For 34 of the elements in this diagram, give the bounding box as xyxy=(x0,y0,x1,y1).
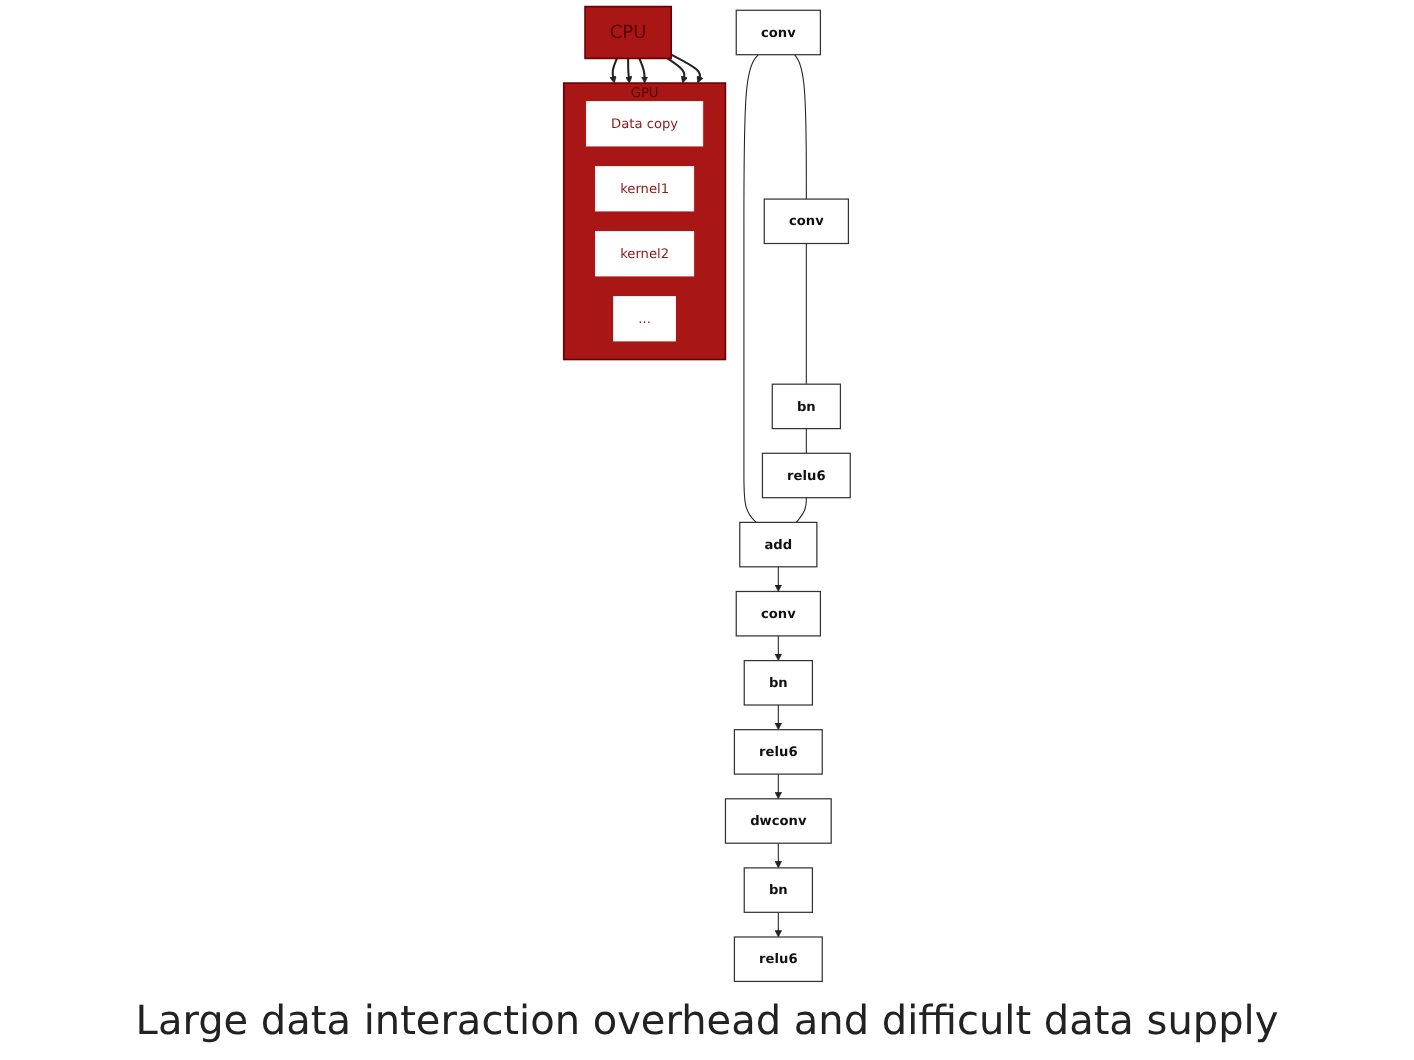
node-box xyxy=(585,101,704,147)
arrow xyxy=(625,58,633,84)
connector xyxy=(743,54,759,523)
node-box xyxy=(743,867,813,913)
arrow xyxy=(774,911,782,938)
node-box xyxy=(743,659,813,706)
connector xyxy=(795,497,807,523)
connector xyxy=(805,242,807,385)
arrow xyxy=(666,57,688,84)
caption: Large data interaction overhead and difficult data supply xyxy=(135,994,1279,1048)
node-box xyxy=(761,452,851,499)
arrow xyxy=(638,58,649,84)
arrow xyxy=(774,566,782,592)
node-box xyxy=(595,231,695,277)
node-box xyxy=(595,166,695,212)
arrow xyxy=(774,635,782,661)
node-box xyxy=(735,590,821,637)
node-box xyxy=(584,5,673,60)
node-box xyxy=(733,936,823,983)
arrow xyxy=(774,842,782,869)
node-box xyxy=(763,198,850,245)
arrow xyxy=(670,53,704,84)
cluster xyxy=(562,82,727,361)
arrow xyxy=(774,773,782,800)
connector xyxy=(794,54,807,200)
arrow xyxy=(774,704,782,730)
node-box xyxy=(724,798,832,844)
node-box xyxy=(733,729,823,775)
connector xyxy=(805,428,807,454)
node-box xyxy=(735,9,821,56)
node-box xyxy=(771,383,842,430)
node-box xyxy=(739,521,818,568)
arrow xyxy=(609,58,618,84)
node-box xyxy=(613,296,676,342)
